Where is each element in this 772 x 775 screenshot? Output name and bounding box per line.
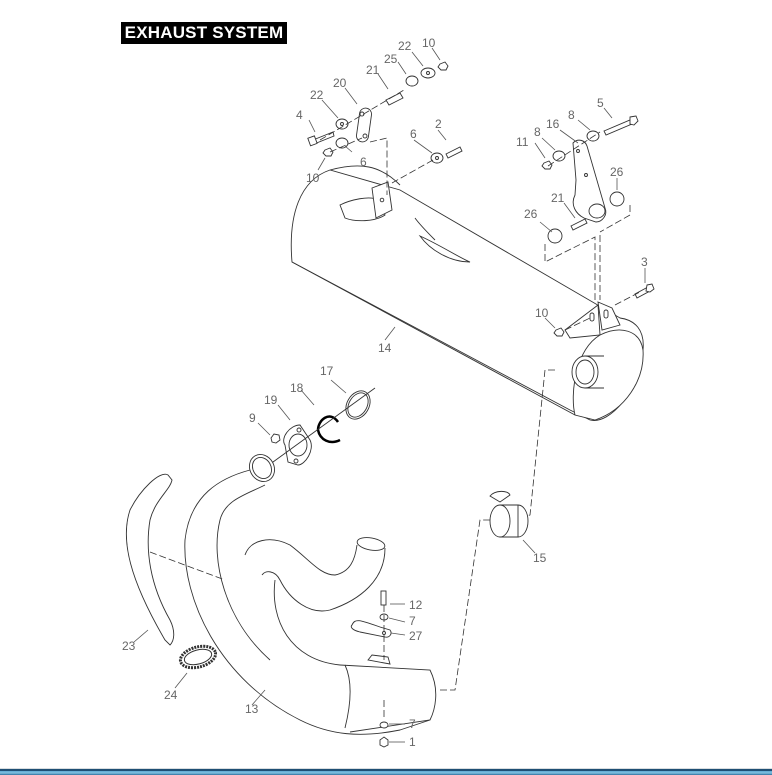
label-25: 25	[384, 52, 398, 66]
diagram-title: EXHAUST SYSTEM	[121, 22, 287, 44]
label-6: 6	[360, 155, 367, 169]
label-5: 5	[597, 96, 604, 110]
rear-mount-hardware	[499, 115, 655, 526]
leader-lines	[133, 47, 646, 743]
label-8: 8	[568, 108, 575, 122]
label-12: 12	[409, 598, 423, 612]
front-mount-hardware	[307, 61, 463, 195]
label-26: 26	[610, 165, 624, 179]
hose	[125, 473, 175, 646]
label-26: 26	[524, 207, 538, 221]
label-7: 7	[409, 717, 416, 731]
label-22: 22	[398, 39, 412, 53]
label-17: 17	[320, 364, 334, 378]
label-10: 10	[306, 171, 320, 185]
label-7: 7	[409, 614, 416, 628]
label-6: 6	[410, 127, 417, 141]
label-15: 15	[533, 551, 547, 565]
label-21: 21	[366, 63, 380, 77]
label-19: 19	[264, 393, 278, 407]
label-10: 10	[422, 36, 436, 50]
label-8: 8	[534, 125, 541, 139]
label-21: 21	[551, 191, 565, 205]
label-11: 11	[516, 135, 529, 149]
hose-clamp	[178, 644, 218, 670]
part-labels: 4 22 20 21 25 22 10 2 6 6 10 5 8 16 8 11…	[122, 36, 648, 749]
label-16: 16	[546, 117, 560, 131]
lower-hardware	[350, 590, 392, 748]
exhaust-pipe	[149, 454, 500, 735]
label-10: 10	[535, 306, 549, 320]
flange-assembly	[261, 387, 376, 471]
label-9: 9	[249, 411, 256, 425]
label-18: 18	[290, 381, 304, 395]
label-1: 1	[409, 735, 416, 749]
label-24: 24	[164, 688, 178, 702]
label-13: 13	[245, 702, 259, 716]
label-20: 20	[333, 76, 347, 90]
label-22: 22	[310, 88, 324, 102]
label-2: 2	[435, 117, 442, 131]
label-27: 27	[409, 629, 423, 643]
label-23: 23	[122, 639, 136, 653]
label-14: 14	[378, 341, 392, 355]
footer-divider	[0, 768, 772, 775]
muffler	[290, 165, 644, 421]
clamp	[489, 490, 529, 538]
label-3: 3	[641, 255, 648, 269]
label-4: 4	[296, 108, 303, 122]
